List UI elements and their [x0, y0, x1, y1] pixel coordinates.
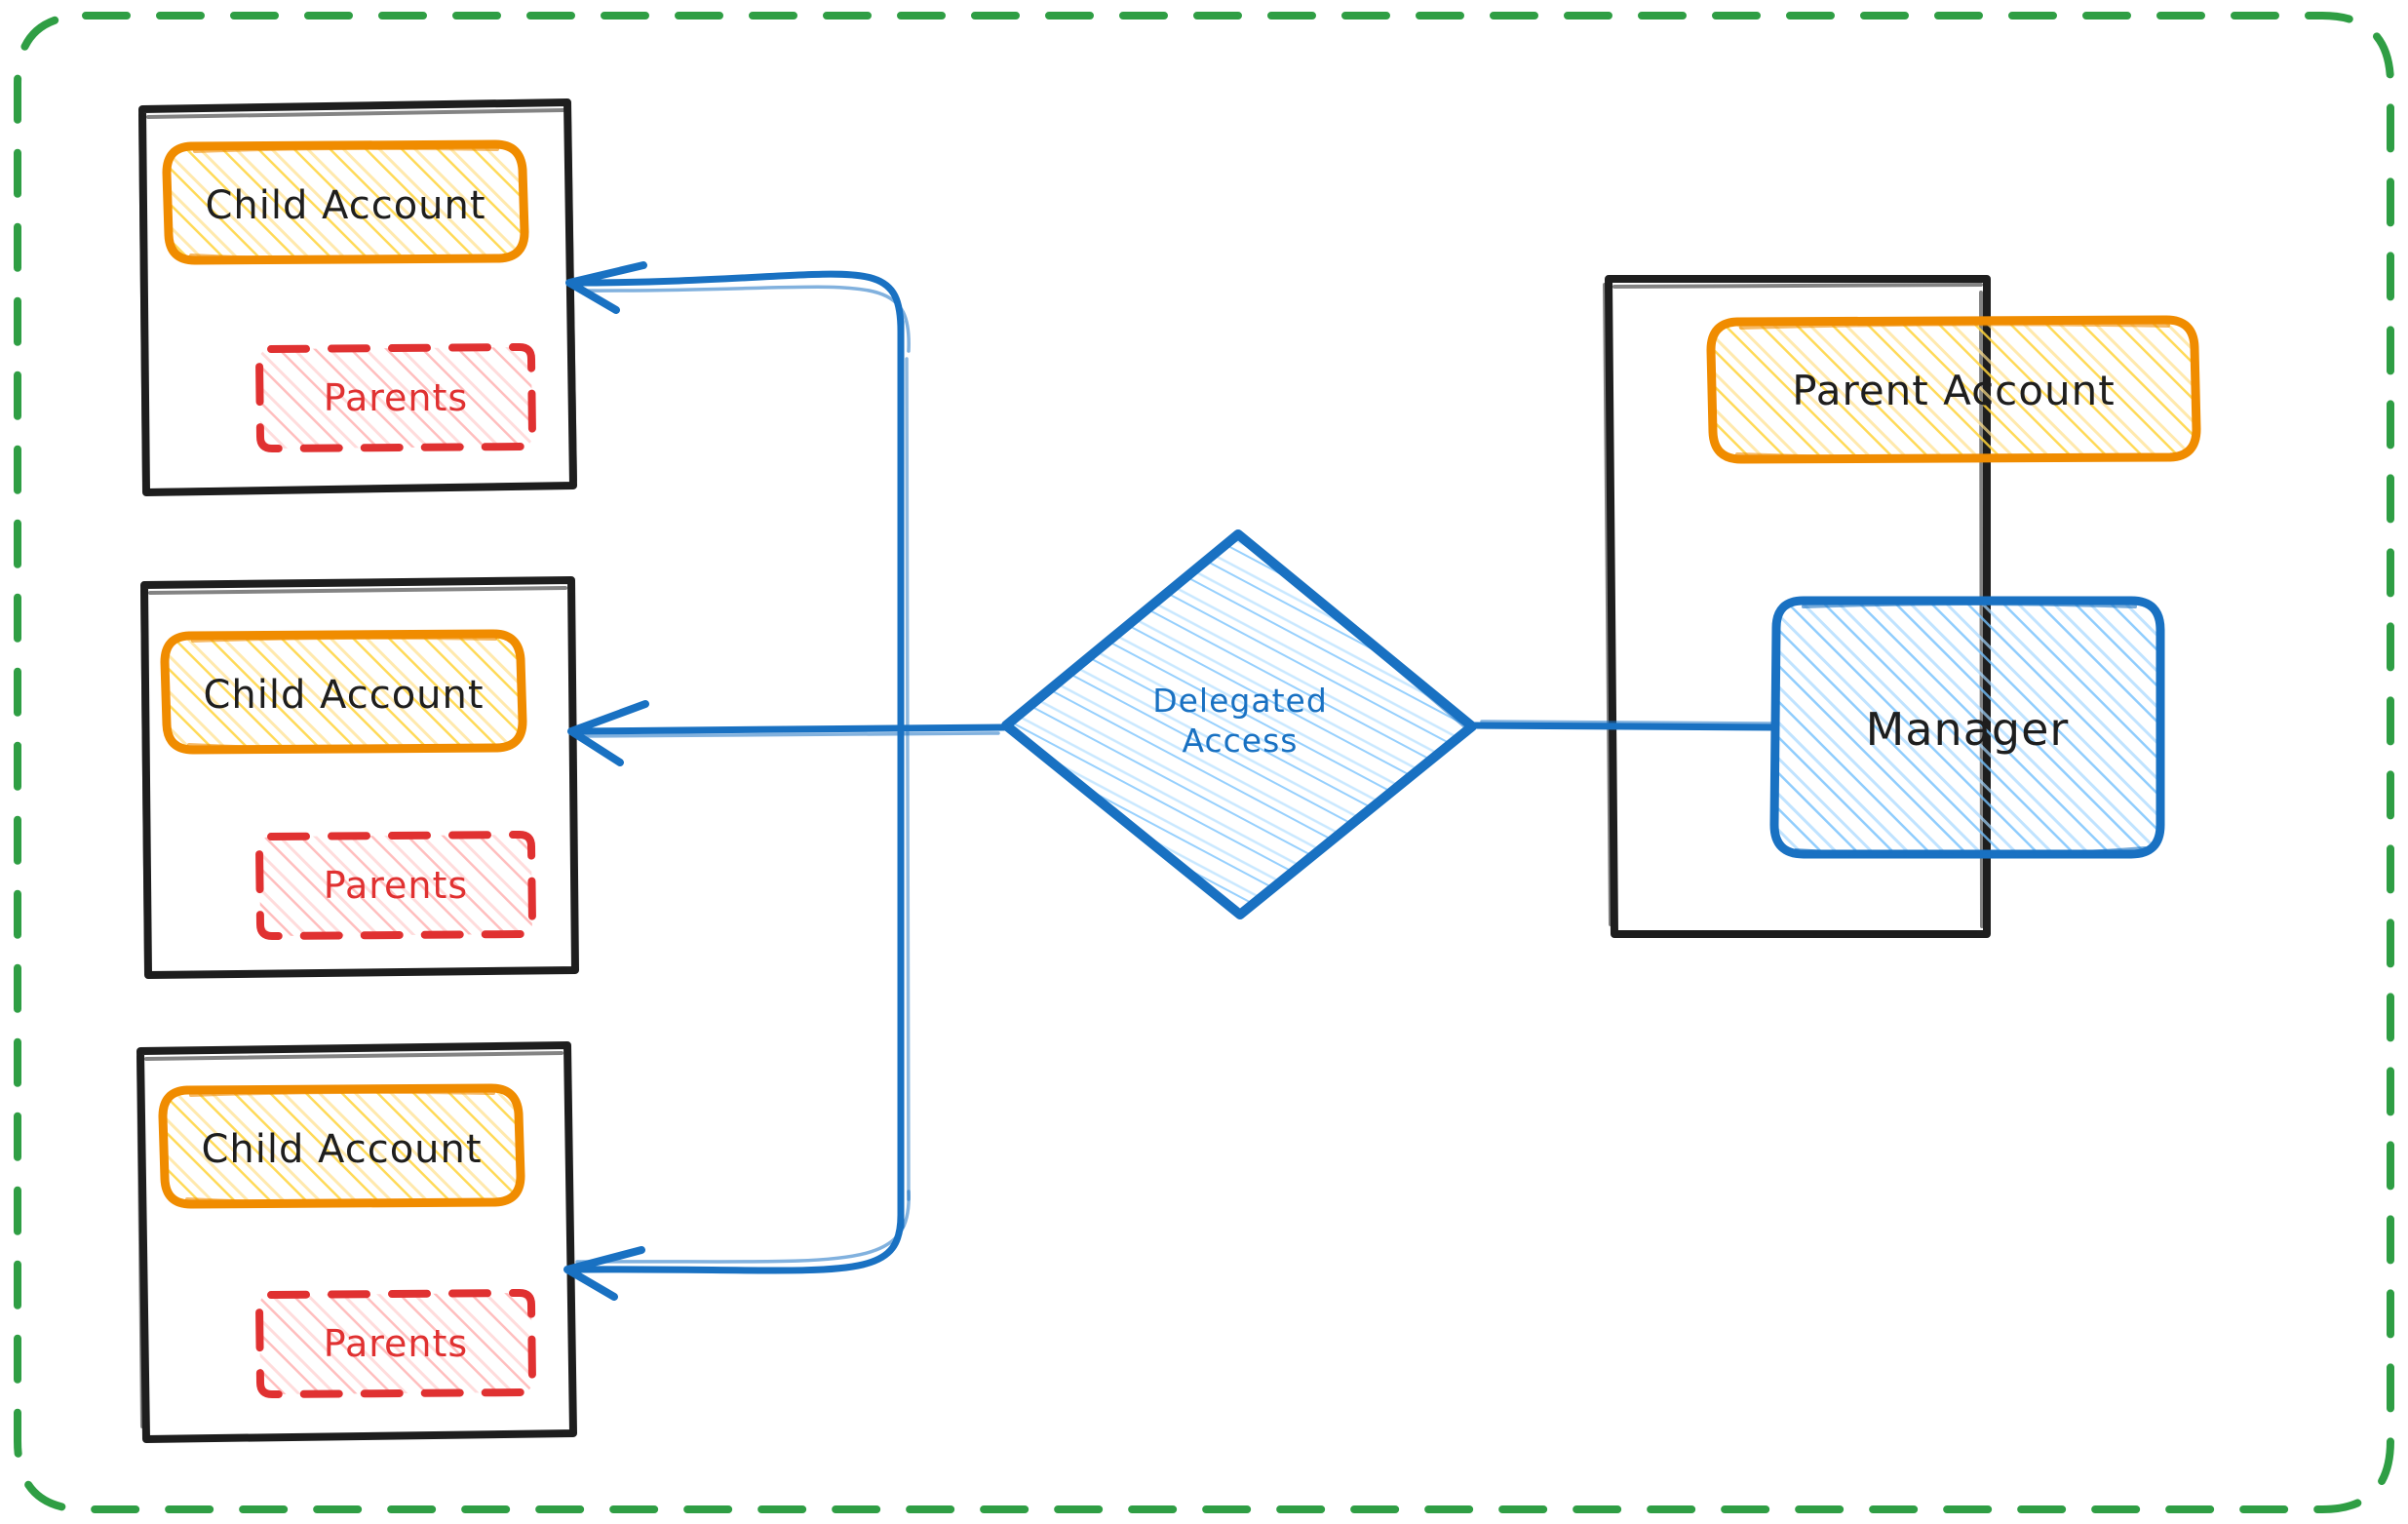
connector-manager-to-delegated[interactable]	[1470, 720, 1780, 731]
child-container-2-shape[interactable]	[140, 576, 579, 979]
connector-delegated-to-child-3[interactable]	[563, 1190, 911, 1301]
parent-container-shape[interactable]	[1603, 275, 2201, 938]
delegated-access-shape[interactable]	[1001, 529, 1477, 919]
connectors-group	[563, 261, 1780, 1301]
delegated-access-label-line1: Delegated	[1152, 682, 1328, 720]
delegated-access-label-group: Delegated Access	[1065, 681, 1416, 762]
connector-delegated-to-child-1[interactable]	[565, 261, 911, 353]
connector-branch-trunk[interactable]	[897, 318, 911, 1231]
child-container-1-shape[interactable]	[138, 98, 577, 496]
child-container-3-shape[interactable]	[136, 1041, 577, 1443]
outer-boundary-shape	[14, 12, 2394, 1513]
delegated-access-label-line2: Access	[1182, 722, 1299, 761]
connector-delegated-to-child-2[interactable]	[567, 700, 1008, 766]
